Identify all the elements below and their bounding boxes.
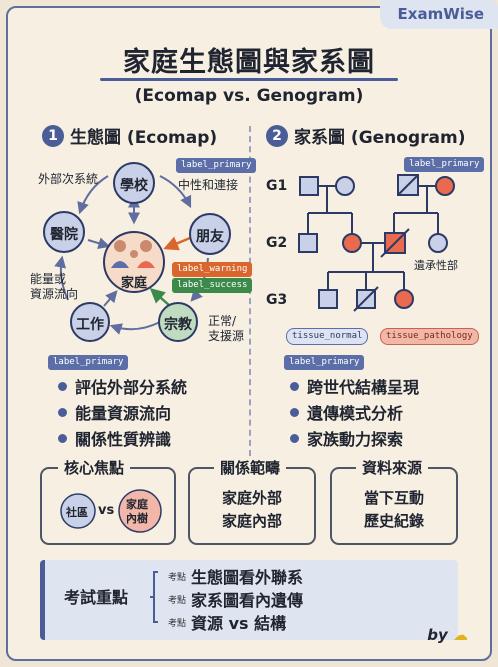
work-node xyxy=(70,302,110,342)
ecomap-heading-text: 生態圖 (Ecomap) xyxy=(70,128,218,148)
page-subtitle: (Ecomap vs. Genogram) xyxy=(134,86,364,106)
g2-female-1 xyxy=(342,233,362,253)
ecomap-heading: 1 生態圖 (Ecomap) xyxy=(42,123,217,148)
ecomap-bullet: 評估外部分系統 xyxy=(58,373,187,399)
g1-female-2 xyxy=(435,176,455,196)
genogram-bullets-tag: label_primary xyxy=(284,355,365,370)
focus-card-title: 核心焦點 xyxy=(58,457,131,478)
community-circle xyxy=(60,493,96,529)
generation-g1: G1 xyxy=(266,178,288,194)
exam-row: 考點家系圖看內遺傳 xyxy=(168,591,304,610)
source-card-title: 資料來源 xyxy=(356,457,429,478)
g2-female-2 xyxy=(428,233,448,253)
energy-flow-label: 能量或 資源流向 xyxy=(30,272,79,301)
generation-g3: G3 xyxy=(266,292,288,308)
genogram-heading: 2 家系圖 (Genogram) xyxy=(266,123,465,148)
source-line: 當下互動 xyxy=(363,489,424,507)
work-label: 工作 xyxy=(76,317,104,333)
genogram-bullet: 家族動力探索 xyxy=(290,425,419,451)
school-label: 學校 xyxy=(120,178,148,194)
external-subsystem-label: 外部次系統 xyxy=(38,172,99,186)
family-icon xyxy=(103,231,165,293)
genogram-primary-tag: label_primary xyxy=(404,157,485,172)
carrier-label: 遺承性部 xyxy=(414,259,458,272)
tissue-normal-tag: tissue_normal xyxy=(286,328,369,345)
exam-panel-label: 考試重點 xyxy=(64,588,129,607)
g1-deceased-mark xyxy=(397,174,419,196)
ecomap-bullets-tag: label_primary xyxy=(48,355,129,370)
banana-icon: ☁ xyxy=(453,626,468,644)
g2-male-1 xyxy=(298,233,318,253)
g3-deceased-mark xyxy=(353,286,379,312)
generation-g2: G2 xyxy=(266,235,288,251)
tissue-pathology-tag: tissue_pathology xyxy=(380,328,479,345)
byline: by ☁ xyxy=(427,626,468,644)
source-card-lines: 當下互動 歷史紀錄 xyxy=(330,487,458,533)
friends-label: 朋友 xyxy=(196,229,224,245)
religion-node xyxy=(158,302,198,342)
scope-line: 家庭內部 xyxy=(221,512,282,530)
genogram-lines xyxy=(307,185,439,290)
friends-node xyxy=(189,213,231,255)
genogram-bullet: 跨世代結構呈現 xyxy=(290,373,419,399)
hospital-label: 醫院 xyxy=(50,227,78,243)
genogram-bullet-list: 跨世代結構呈現 遺傳模式分析 家族動力探索 xyxy=(290,373,419,451)
ecomap-primary-tag: label_primary xyxy=(176,158,257,173)
g3-male-1 xyxy=(318,289,338,309)
vs-label: vs xyxy=(98,503,115,518)
source-line: 歷史紀錄 xyxy=(363,512,424,530)
genogram-number-badge: 2 xyxy=(266,124,288,147)
support-source-label: 正常/ 支援源 xyxy=(208,314,245,343)
ecomap-bullet: 關係性質辨識 xyxy=(58,425,187,451)
ecomap-bullet: 能量資源流向 xyxy=(58,399,187,425)
ecomap-arrows xyxy=(54,175,209,335)
family-tree-circle xyxy=(118,489,162,533)
scope-card-lines: 家庭外部 家庭內部 xyxy=(188,487,316,533)
ecomap-bullet-list: 評估外部分系統 能量資源流向 關係性質辨識 xyxy=(58,373,187,451)
title-underline xyxy=(100,78,398,81)
genogram-heading-text: 家系圖 (Genogram) xyxy=(294,128,466,148)
warning-tag: label_warning xyxy=(172,262,253,277)
neutral-connection-label: 中性和連接 xyxy=(178,178,239,192)
exam-row: 考點生態圖看外聯系 xyxy=(168,568,304,587)
g1-female-1 xyxy=(335,176,355,196)
exam-panel xyxy=(40,560,458,640)
school-node xyxy=(113,162,155,204)
scope-line: 家庭外部 xyxy=(221,489,282,507)
family-tree-label: 家庭 內樹 xyxy=(126,498,148,525)
brand-badge: ExamWise xyxy=(379,0,498,29)
hospital-node xyxy=(43,211,85,253)
family-label: 家庭 xyxy=(120,276,147,291)
ecomap-number-badge: 1 xyxy=(42,124,64,147)
genogram-bullet: 遺傳模式分析 xyxy=(290,399,419,425)
g3-female-affected xyxy=(394,289,414,309)
community-label: 社區 xyxy=(66,506,88,519)
exam-row: 考點資源 vs 結構 xyxy=(168,614,287,633)
g2-deceased-mark xyxy=(380,228,410,258)
religion-label: 宗教 xyxy=(164,317,192,333)
scope-card-title: 關係範疇 xyxy=(214,457,287,478)
page-title: 家庭生態圖與家系圖 xyxy=(123,47,375,78)
success-tag: label_success xyxy=(172,278,253,293)
g1-male-1 xyxy=(299,176,319,196)
